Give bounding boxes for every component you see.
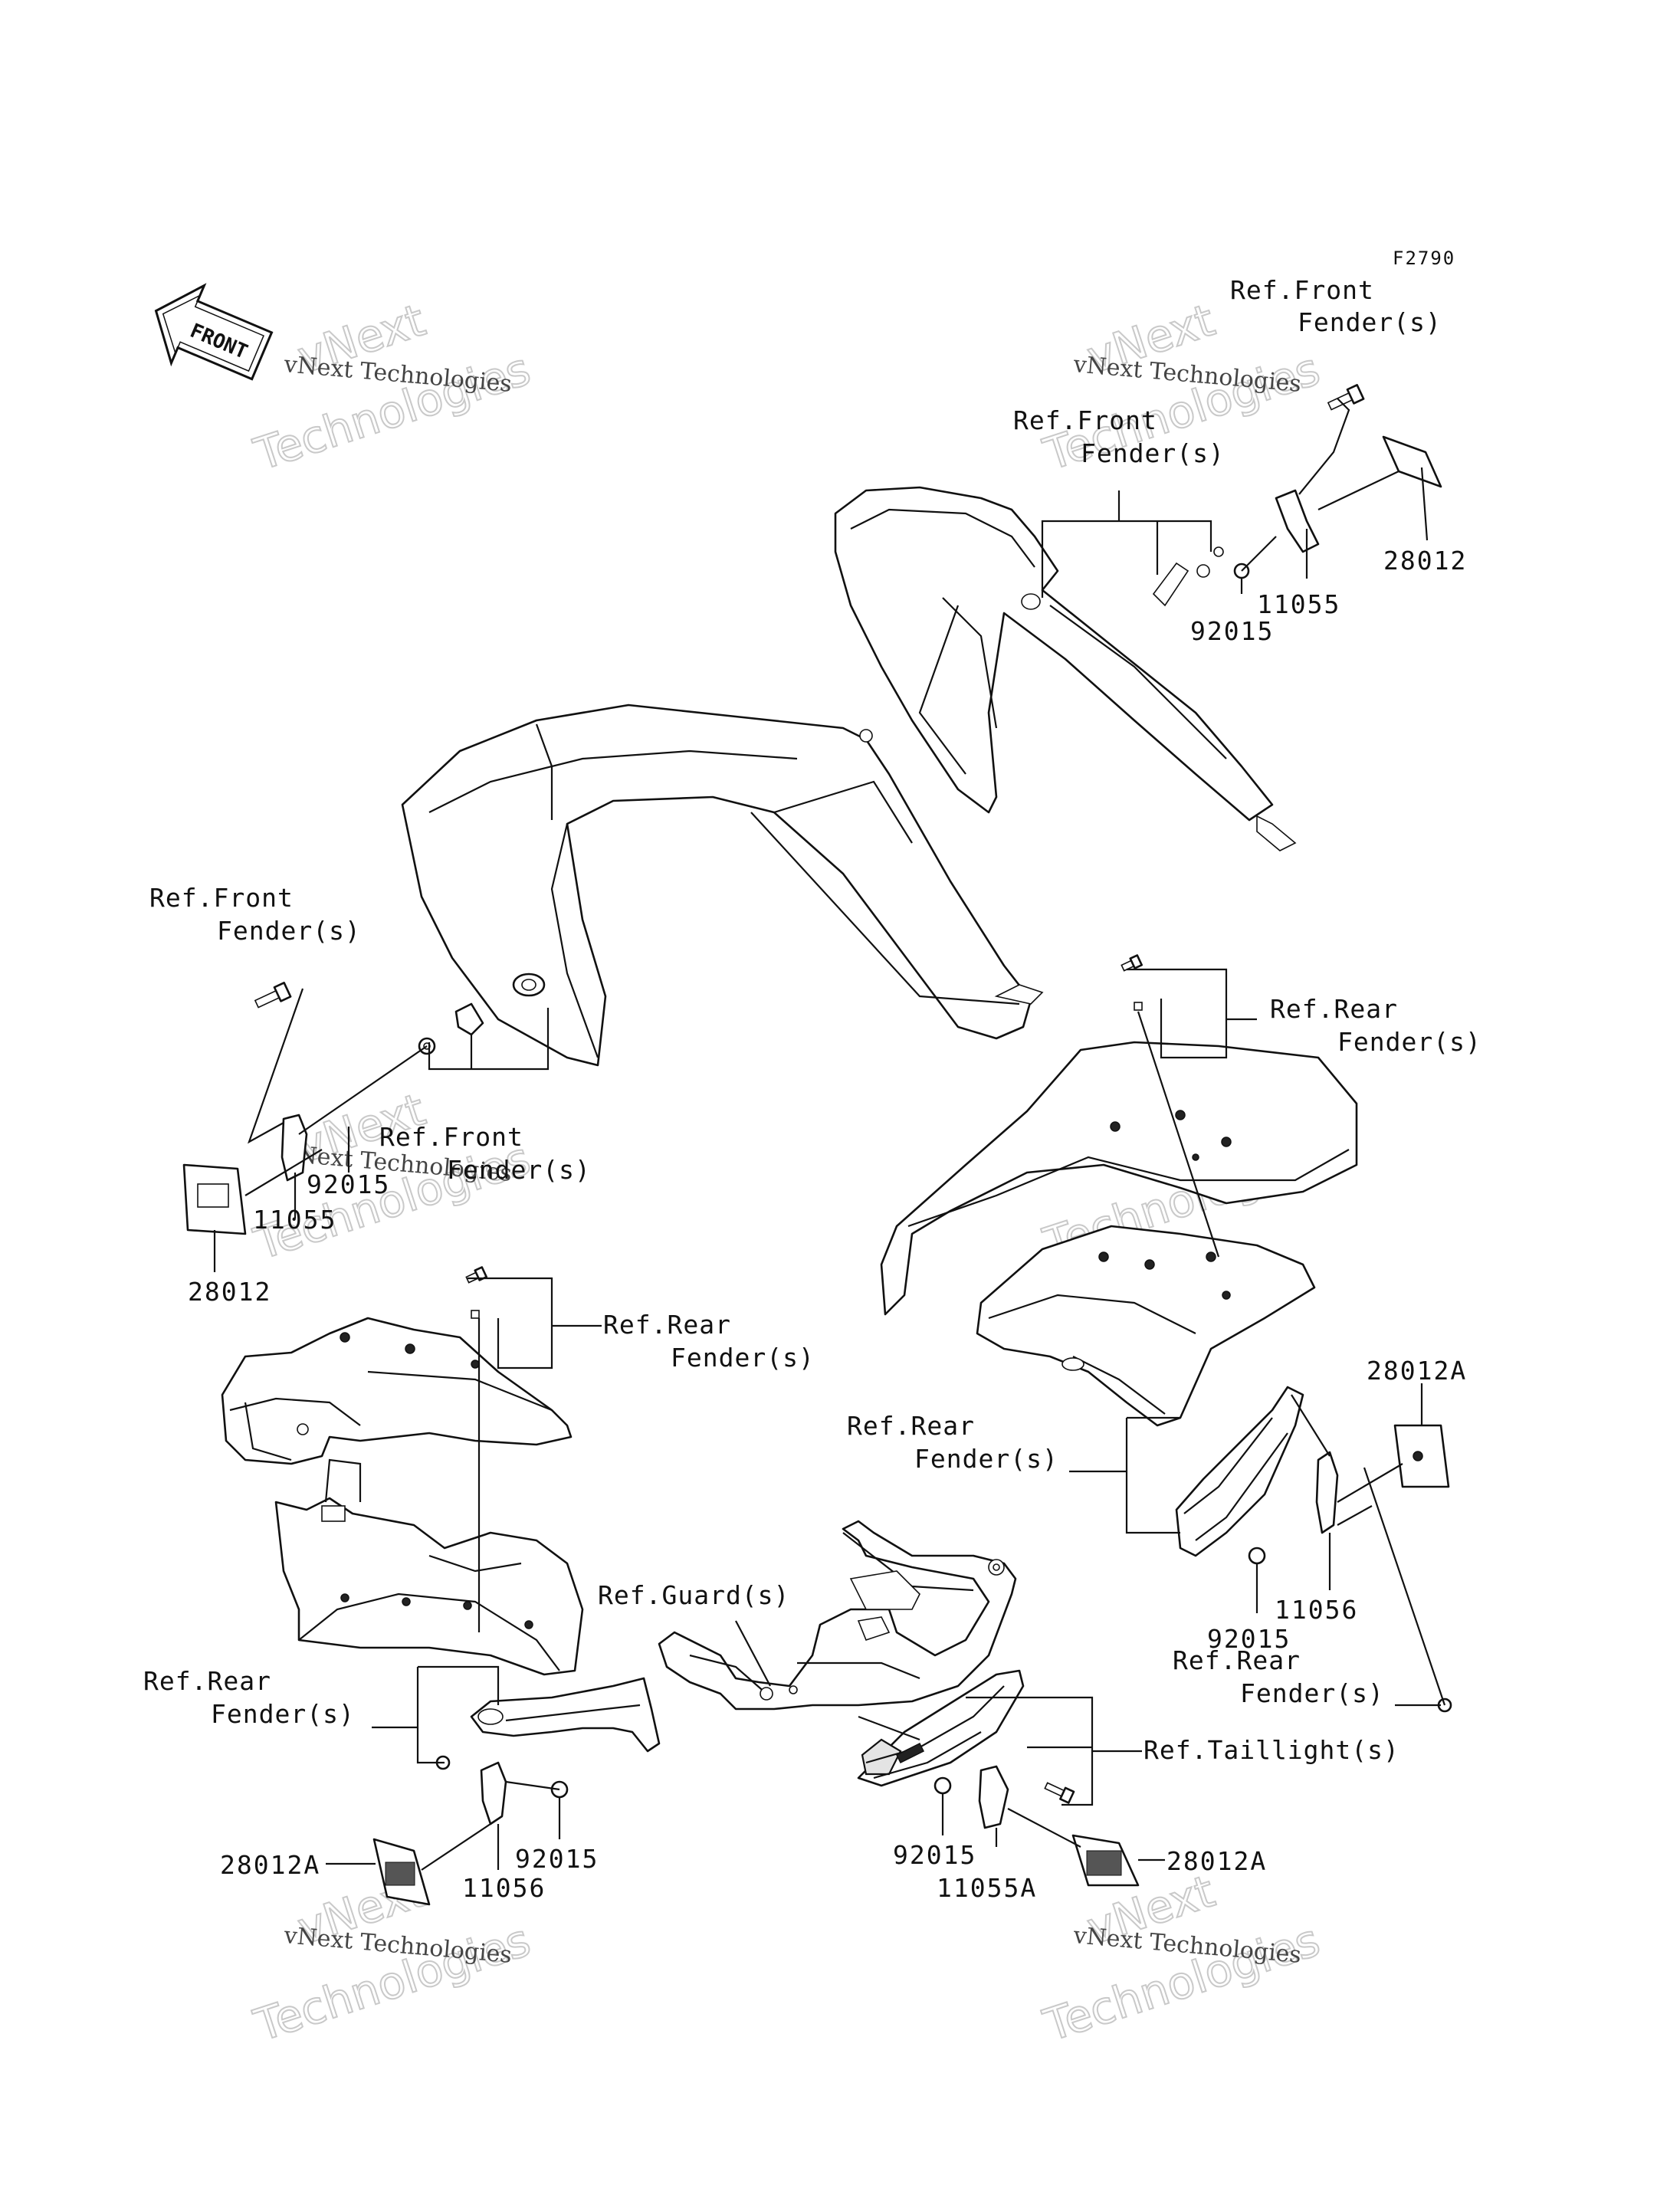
guard-taillight-assembly [658, 1520, 1025, 1787]
ref-rear-fender-right-low: Ref.Rear Fender(s) [1173, 1645, 1384, 1708]
bracket-11056-left [480, 1761, 507, 1825]
ref-rear-fender-left-low: Ref.Rear Fender(s) [143, 1666, 355, 1729]
bracket-11055-top [1275, 489, 1320, 553]
left-front-hardware [182, 982, 484, 1235]
bolt-icon [1121, 954, 1144, 972]
left-front-leader-lines [213, 988, 550, 1272]
ref-front-fender-top-mid: Ref.Front Fender(s) [1013, 405, 1225, 468]
figure-code: F2790 [1393, 248, 1455, 269]
bolt-icon [1327, 384, 1365, 411]
ref-front-fender-left: Ref.Front Fender(s) [149, 883, 361, 946]
ref-guard: Ref.Guard(s) [598, 1580, 789, 1610]
bolt-icon [465, 1266, 488, 1284]
part-28012A-right: 28012A [1367, 1356, 1467, 1386]
nut-92015-right [1248, 1547, 1266, 1565]
part-28012-top: 28012 [1383, 546, 1467, 576]
left-rear-hardware [372, 1266, 569, 1906]
part-11055A-center: 11055A [937, 1873, 1037, 1903]
nut-92015-center [934, 1776, 952, 1795]
rear-fender-right-assembly [880, 1041, 1358, 1557]
bolt-icon [1044, 1782, 1075, 1804]
part-11056-left-low: 11056 [462, 1873, 546, 1903]
bracket-11056-right [1315, 1451, 1339, 1534]
bracket-11055A-center [978, 1765, 1009, 1829]
ref-taillight: Ref.Taillight(s) [1144, 1735, 1399, 1765]
left-rear-leader-lines [326, 1277, 602, 1871]
bracket-11055-left [281, 1114, 308, 1182]
clip-left [454, 1002, 484, 1036]
part-92015-left-low: 92015 [515, 1844, 599, 1874]
ref-rear-fender-left-top: Ref.Rear Fender(s) [603, 1310, 815, 1373]
part-28012A-left-low: 28012A [220, 1850, 320, 1880]
front-direction-arrow: FRONT [154, 283, 274, 381]
part-92015-left: 92015 [307, 1169, 390, 1199]
ref-rear-fender-right-top: Ref.Rear Fender(s) [1270, 994, 1481, 1057]
rear-fender-left-assembly [221, 1317, 661, 1753]
right-rear-leader-lines [1069, 968, 1446, 1707]
reflector-28012-top [1382, 435, 1442, 488]
part-11056-right: 11056 [1275, 1595, 1358, 1625]
part-92015-right: 92015 [1207, 1624, 1291, 1654]
part-28012-left: 28012 [188, 1277, 271, 1307]
part-11055-left: 11055 [253, 1205, 336, 1235]
ref-front-fender-top-right: Ref.Front Fender(s) [1230, 275, 1442, 337]
top-right-hardware [1152, 384, 1442, 607]
ref-rear-fender-right-mid: Ref.Rear Fender(s) [847, 1411, 1058, 1474]
center-hardware [934, 1765, 1140, 1887]
front-fender-right-panel [834, 486, 1297, 851]
part-11055-top: 11055 [1257, 589, 1340, 619]
right-rear-hardware [1121, 954, 1452, 1713]
watermark-top-left: vNext Technologies vNext Technologies [248, 293, 537, 481]
bolt-icon [254, 982, 292, 1009]
top-right-leader-lines [1041, 398, 1429, 598]
center-leader-lines [735, 1620, 1165, 1862]
ref-front-fender-left-low: Ref.Front Fender(s) [379, 1122, 591, 1185]
part-92015-center: 92015 [893, 1840, 976, 1870]
part-28012A-center: 28012A [1166, 1846, 1267, 1876]
front-fender-left-panel [401, 704, 1044, 1067]
watermark-bottom-right: vNext Technologies vNext Technologies [1037, 1864, 1327, 2052]
part-92015-top: 92015 [1190, 616, 1274, 646]
